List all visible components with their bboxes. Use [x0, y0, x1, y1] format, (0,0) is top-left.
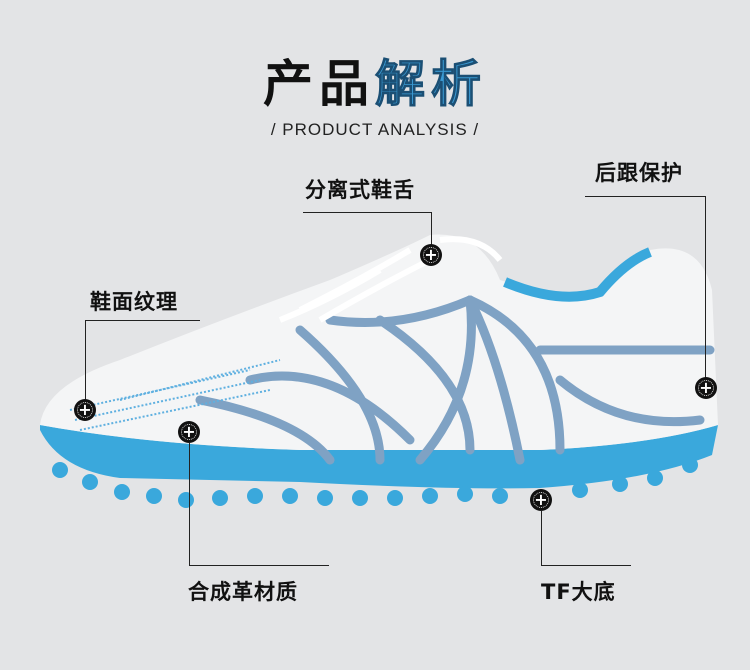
callout-line — [85, 320, 86, 410]
laces — [278, 236, 503, 323]
callout-label-tongue: 分离式鞋舌 — [305, 178, 415, 202]
callout-line — [189, 443, 190, 565]
callout-line — [189, 565, 329, 566]
callout-line — [541, 511, 542, 565]
shoe-upper — [40, 234, 718, 450]
title-black: 产品 — [263, 55, 375, 113]
upper-cage — [195, 295, 715, 465]
sole-studs — [52, 457, 698, 508]
callout-line — [541, 565, 631, 566]
upper-texture — [69, 359, 281, 431]
page-title: 产品解析 — [0, 44, 750, 116]
callout-line — [705, 196, 706, 388]
callout-label-heel: 后跟保护 — [595, 161, 683, 185]
callout-label-material: 合成革材质 — [188, 580, 298, 604]
hotspot-upper-texture-plus-icon[interactable] — [74, 399, 96, 421]
title-blue: 解析 — [375, 55, 487, 114]
callout-label-sole: TF大底 — [541, 580, 616, 604]
hotspot-sole-plus-icon[interactable] — [530, 489, 552, 511]
callout-line — [431, 212, 432, 255]
callout-line — [585, 196, 706, 197]
hotspot-heel-plus-icon[interactable] — [695, 377, 717, 399]
callout-line — [303, 212, 432, 213]
callout-line — [85, 320, 200, 321]
hotspot-material-plus-icon[interactable] — [178, 421, 200, 443]
subtitle: / PRODUCT ANALYSIS / — [270, 120, 480, 139]
hotspot-tongue-plus-icon[interactable] — [420, 244, 442, 266]
callout-label-upper-texture: 鞋面纹理 — [90, 290, 178, 314]
